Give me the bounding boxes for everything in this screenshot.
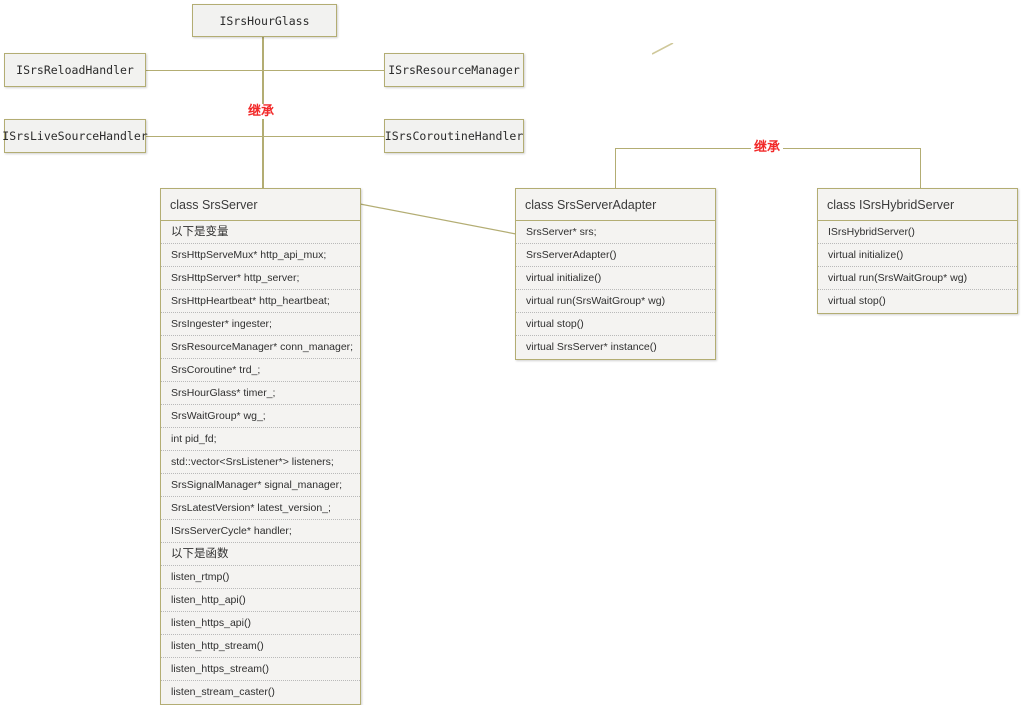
inherit-label-right: 继承 <box>751 140 784 155</box>
class-member-row: SrsResourceManager* conn_manager; <box>161 336 360 359</box>
class-member-row: SrsWaitGroup* wg_; <box>161 405 360 428</box>
connector-row2-horizontal <box>146 136 385 137</box>
inherit-label-left: 继承 <box>245 104 278 119</box>
connector-bracket-left-leg <box>615 148 616 189</box>
class-method-row: virtual initialize() <box>516 267 715 290</box>
interface-label: ISrsHourGlass <box>219 13 310 28</box>
class-member-row: SrsServer* srs; <box>516 221 715 244</box>
class-rows: SrsServer* srs; SrsServerAdapter() virtu… <box>516 221 715 359</box>
class-member-row: int pid_fd; <box>161 428 360 451</box>
class-member-row: SrsLatestVersion* latest_version_; <box>161 497 360 520</box>
class-member-row: SrsHttpServer* http_server; <box>161 267 360 290</box>
class-method-row: listen_https_stream() <box>161 658 360 681</box>
interface-label: ISrsResourceManager <box>388 63 520 77</box>
interface-label: ISrsLiveSourceHandler <box>2 129 148 143</box>
class-method-row: listen_rtmp() <box>161 566 360 589</box>
section-header-functions: 以下是函数 <box>161 543 360 566</box>
class-rows: ISrsHybridServer() virtual initialize() … <box>818 221 1017 313</box>
class-method-row: SrsServerAdapter() <box>516 244 715 267</box>
connector-bracket-right-leg <box>920 148 921 189</box>
class-member-row: SrsHttpHeartbeat* http_heartbeat; <box>161 290 360 313</box>
connector-row1-horizontal <box>146 70 385 71</box>
interface-label: ISrsCoroutineHandler <box>384 129 524 143</box>
class-member-row: SrsSignalManager* signal_manager; <box>161 474 360 497</box>
class-member-row: SrsCoroutine* trd_; <box>161 359 360 382</box>
connector-srsserver-to-adapter <box>360 203 517 235</box>
stray-line-fragment <box>652 43 674 55</box>
class-member-row: SrsHourGlass* timer_; <box>161 382 360 405</box>
class-method-row: virtual SrsServer* instance() <box>526 341 657 353</box>
class-box-srsserveradapter[interactable]: class SrsServerAdapter SrsServer* srs; S… <box>515 188 716 360</box>
class-method-row: virtual run(SrsWaitGroup* wg) <box>818 267 1017 290</box>
interface-box-isrslivesourcehandler[interactable]: ISrsLiveSourceHandler <box>2 119 148 153</box>
class-method-row: listen_https_api() <box>161 612 360 635</box>
class-method-row: listen_http_api() <box>161 589 360 612</box>
class-method-row: listen_http_stream() <box>161 635 360 658</box>
class-method-row: virtual stop() <box>516 313 715 336</box>
class-box-isrshybridserver[interactable]: class ISrsHybridServer ISrsHybridServer(… <box>817 188 1018 314</box>
class-member-row: SrsHttpServeMux* http_api_mux; <box>161 244 360 267</box>
interface-box-isrsreloadhandler[interactable]: ISrsReloadHandler <box>4 53 146 87</box>
interface-label: ISrsReloadHandler <box>16 63 134 77</box>
class-rows: 以下是变量 SrsHttpServeMux* http_api_mux; Srs… <box>161 221 360 704</box>
interface-box-isrshourglass[interactable]: ISrsHourGlass <box>192 4 337 37</box>
class-method-row: virtual initialize() <box>818 244 1017 267</box>
interface-box-isrsresourcemanager[interactable]: ISrsResourceManager <box>384 53 524 87</box>
section-header-variables: 以下是变量 <box>161 221 360 244</box>
class-method-row: virtual stop() <box>828 295 886 307</box>
class-method-row: listen_stream_caster() <box>171 686 275 698</box>
interface-box-isrscoroutinehandler[interactable]: ISrsCoroutineHandler <box>384 119 524 153</box>
class-title: class SrsServer <box>161 189 360 221</box>
class-member-row: std::vector<SrsListener*> listeners; <box>161 451 360 474</box>
class-box-srsserver[interactable]: class SrsServer 以下是变量 SrsHttpServeMux* h… <box>160 188 361 705</box>
class-method-row: virtual run(SrsWaitGroup* wg) <box>516 290 715 313</box>
class-member-row: SrsIngester* ingester; <box>161 313 360 336</box>
class-method-row: ISrsHybridServer() <box>818 221 1017 244</box>
class-title: class ISrsHybridServer <box>818 189 1017 221</box>
class-member-row: ISrsServerCycle* handler; <box>161 520 360 543</box>
class-title: class SrsServerAdapter <box>516 189 715 221</box>
